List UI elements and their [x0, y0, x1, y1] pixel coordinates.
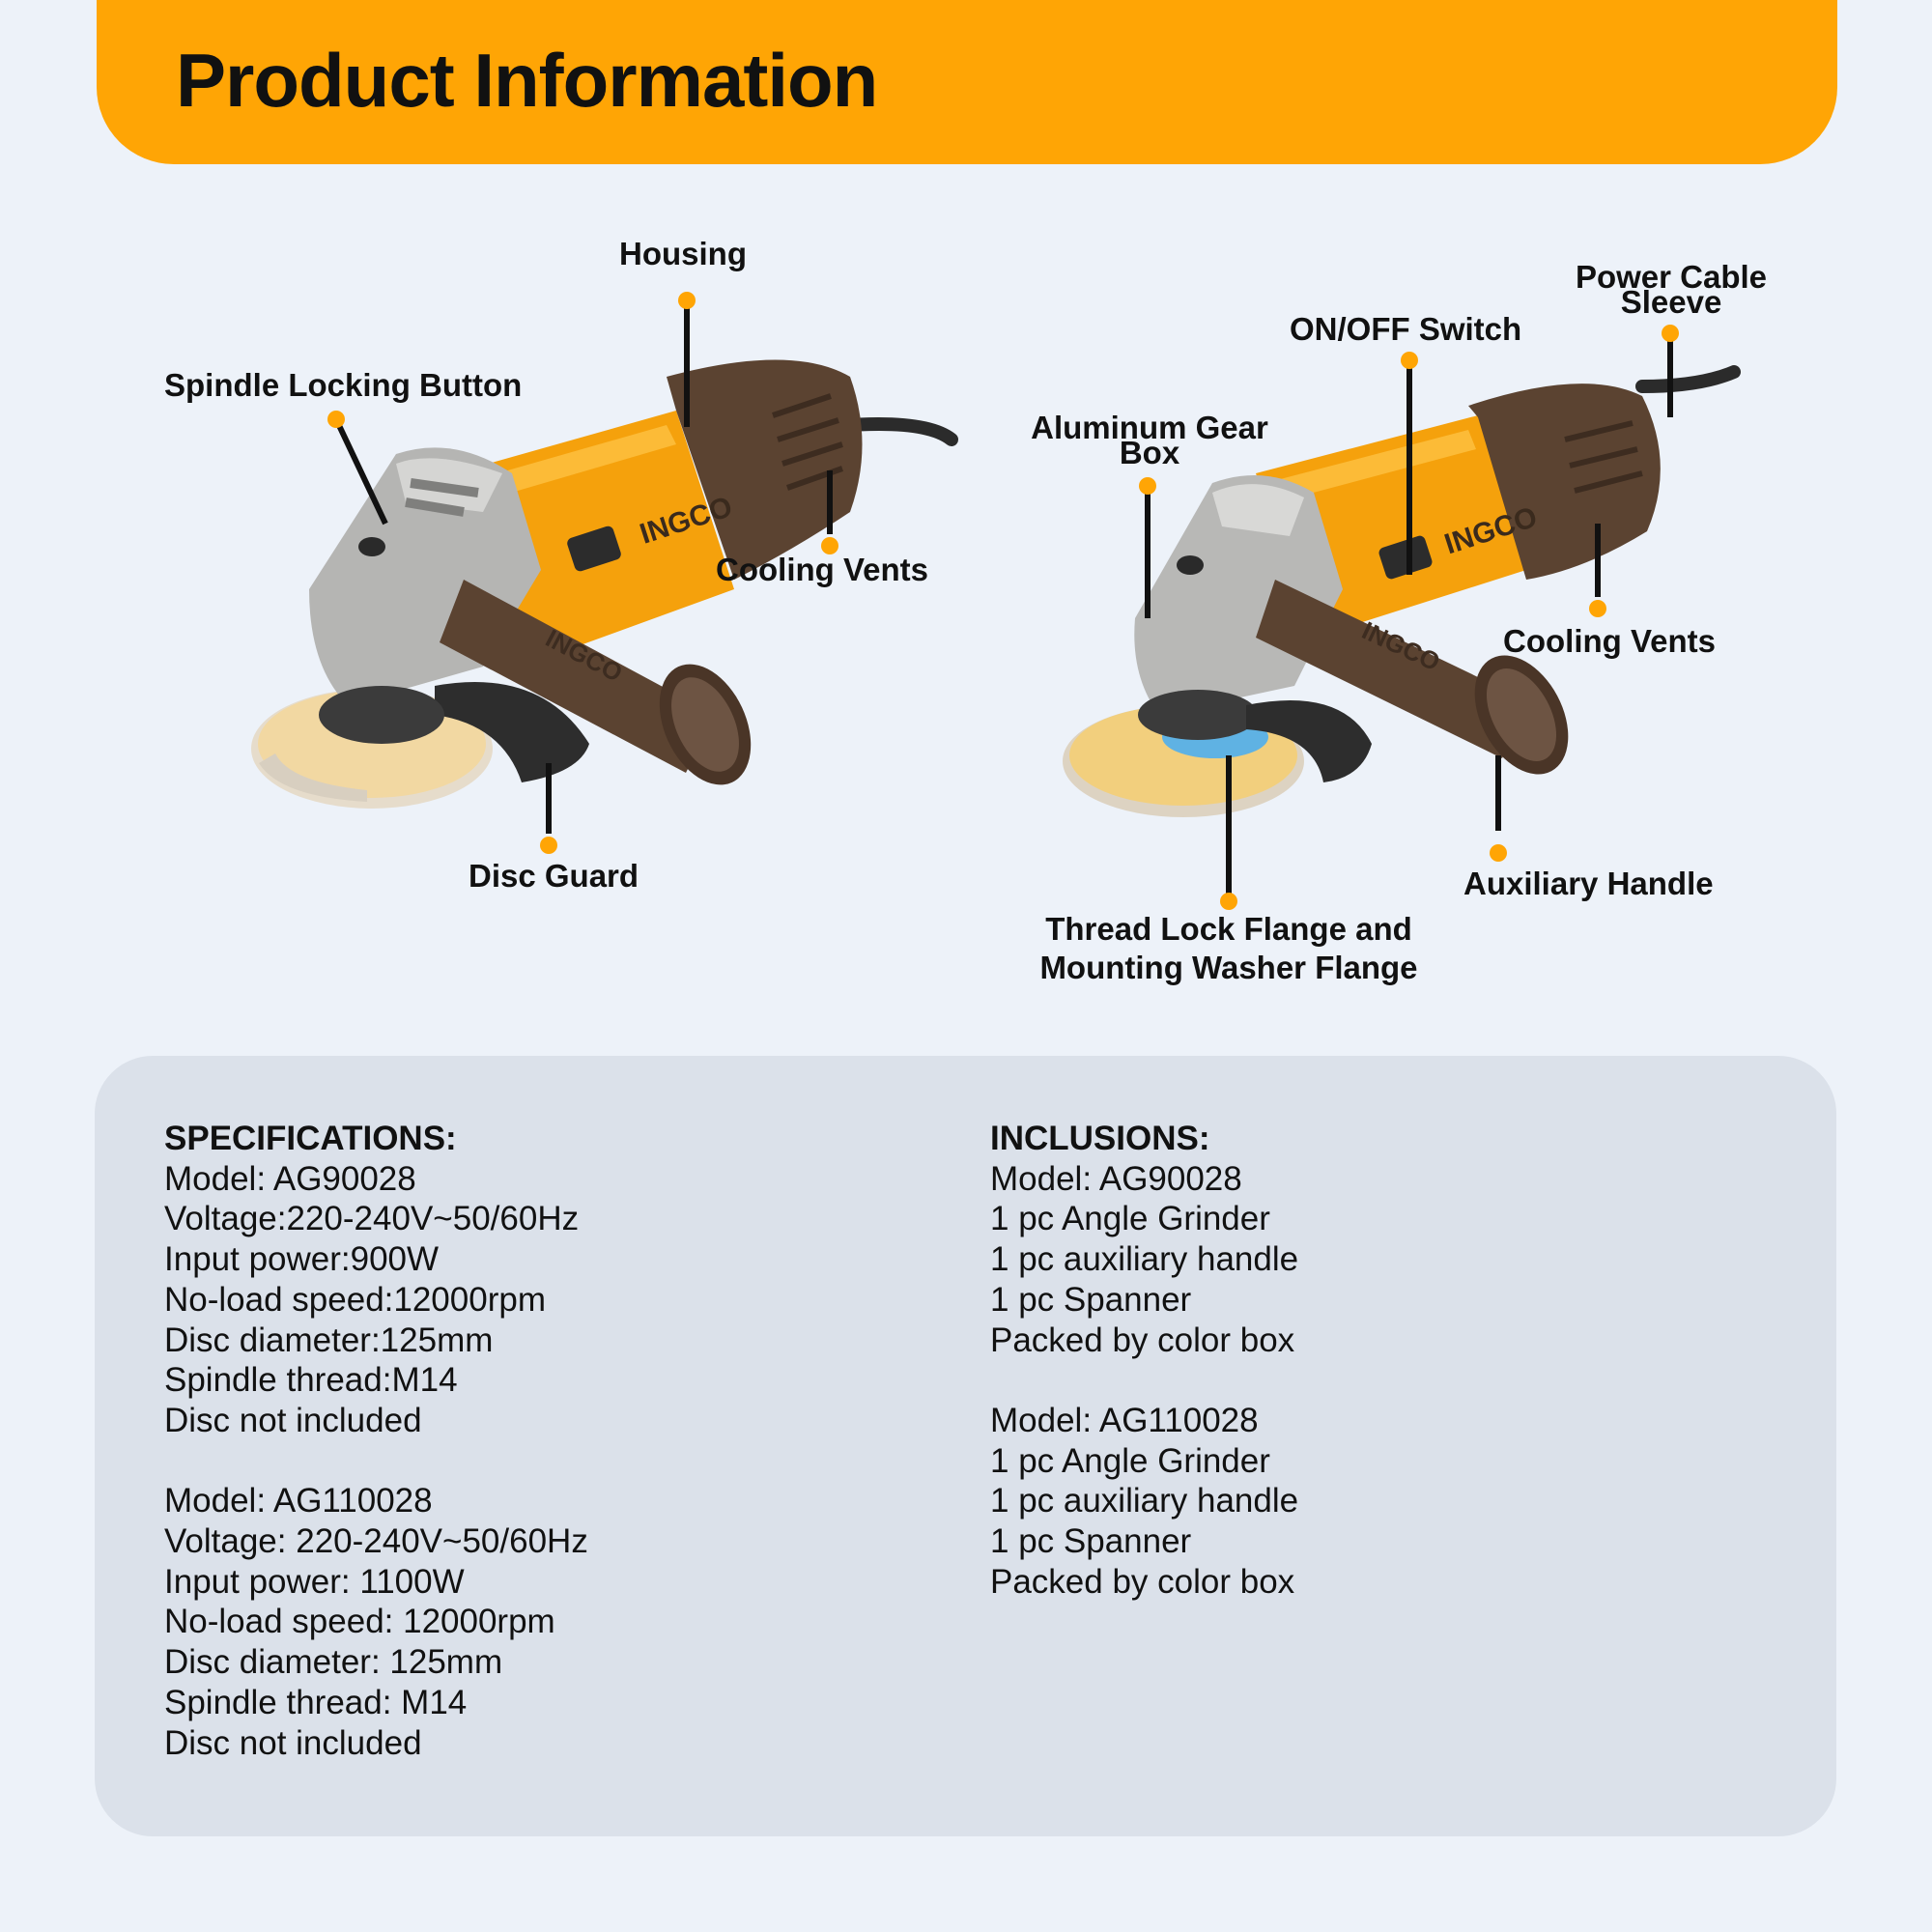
spacer [164, 1441, 588, 1482]
callout-dot-cooling-vents-right [1589, 600, 1606, 617]
spec-line: Disc not included [164, 1401, 422, 1439]
callout-lines [327, 292, 1679, 910]
inclusion-line: 1 pc Angle Grinder [990, 1200, 1270, 1238]
label-auxiliary-handle: Auxiliary Handle [1463, 866, 1714, 901]
label-disc-guard: Disc Guard [469, 858, 639, 894]
callout-dot-aux-handle [1490, 844, 1507, 862]
callout-dot-onoff [1401, 352, 1418, 369]
spec-line: Disc not included [164, 1723, 422, 1762]
callout-dot-housing [678, 292, 696, 309]
label-thread-lock-flange: Thread Lock Flange and Mounting Washer F… [1039, 911, 1418, 985]
label-onoff-switch: ON/OFF Switch [1290, 311, 1522, 347]
right-grinder-image: INGCO INGCO [1063, 365, 1741, 817]
spec-line: Spindle thread:M14 [164, 1361, 458, 1400]
page-title: Product Information [176, 38, 878, 123]
callout-dot-spindle-lock [327, 411, 345, 428]
spec-line: Disc diameter:125mm [164, 1321, 494, 1359]
callout-dot-cooling-vents-left [821, 537, 838, 554]
label-spindle-locking-button: Spindle Locking Button [164, 367, 523, 403]
info-panel: SPECIFICATIONS: Model: AG90028 Voltage:2… [95, 1056, 1836, 1836]
spec-model: Model: AG110028 [164, 1482, 433, 1520]
inclusion-line: Packed by color box [990, 1562, 1295, 1601]
inclusion-line: 1 pc auxiliary handle [990, 1482, 1299, 1520]
spec-line: Voltage:220-240V~50/60Hz [164, 1200, 580, 1238]
label-housing: Housing [619, 236, 747, 271]
header-banner: Product Information [97, 0, 1837, 164]
inclusion-line: 1 pc Spanner [990, 1280, 1192, 1319]
inclusion-line: 1 pc Spanner [990, 1522, 1192, 1561]
inclusions-column: INCLUSIONS: Model: AG90028 1 pc Angle Gr… [990, 1119, 1298, 1602]
inclusions-heading: INCLUSIONS: [990, 1120, 1210, 1157]
inclusion-line: 1 pc Angle Grinder [990, 1441, 1270, 1480]
spec-line: Voltage: 220-240V~50/60Hz [164, 1522, 588, 1561]
product-diagram: INGCO INGCO [0, 164, 1932, 1034]
inclusion-line: Packed by color box [990, 1321, 1295, 1359]
left-grinder-image: INGCO INGCO [251, 359, 958, 809]
specifications-heading: SPECIFICATIONS: [164, 1120, 457, 1157]
inclusion-model: Model: AG90028 [990, 1159, 1242, 1198]
spec-line: Disc diameter: 125mm [164, 1643, 503, 1682]
spacer [990, 1360, 1298, 1401]
spec-line: Input power:900W [164, 1240, 440, 1279]
label-cooling-vents-right: Cooling Vents [1503, 623, 1717, 659]
label-aluminum-gear-box: Aluminum Gear Box [1031, 410, 1268, 470]
spec-line: No-load speed:12000rpm [164, 1280, 546, 1319]
spec-line: Spindle thread: M14 [164, 1683, 468, 1721]
callout-dot-flange [1220, 893, 1237, 910]
inclusion-line: 1 pc auxiliary handle [990, 1240, 1299, 1279]
specifications-column: SPECIFICATIONS: Model: AG90028 Voltage:2… [164, 1119, 588, 1763]
label-cooling-vents-left: Cooling Vents [716, 552, 929, 587]
inclusion-model: Model: AG110028 [990, 1401, 1259, 1439]
callout-dot-disc-guard [540, 837, 557, 854]
spec-line: Input power: 1100W [164, 1562, 465, 1601]
spec-line: No-load speed: 12000rpm [164, 1603, 555, 1641]
callout-dot-power-cable [1662, 325, 1679, 342]
spec-model: Model: AG90028 [164, 1159, 416, 1198]
callout-dot-gear-box [1139, 477, 1156, 495]
label-power-cable-sleeve: Power Cable Sleeve [1575, 259, 1768, 320]
grinder-illustrations: INGCO INGCO [251, 292, 1741, 910]
